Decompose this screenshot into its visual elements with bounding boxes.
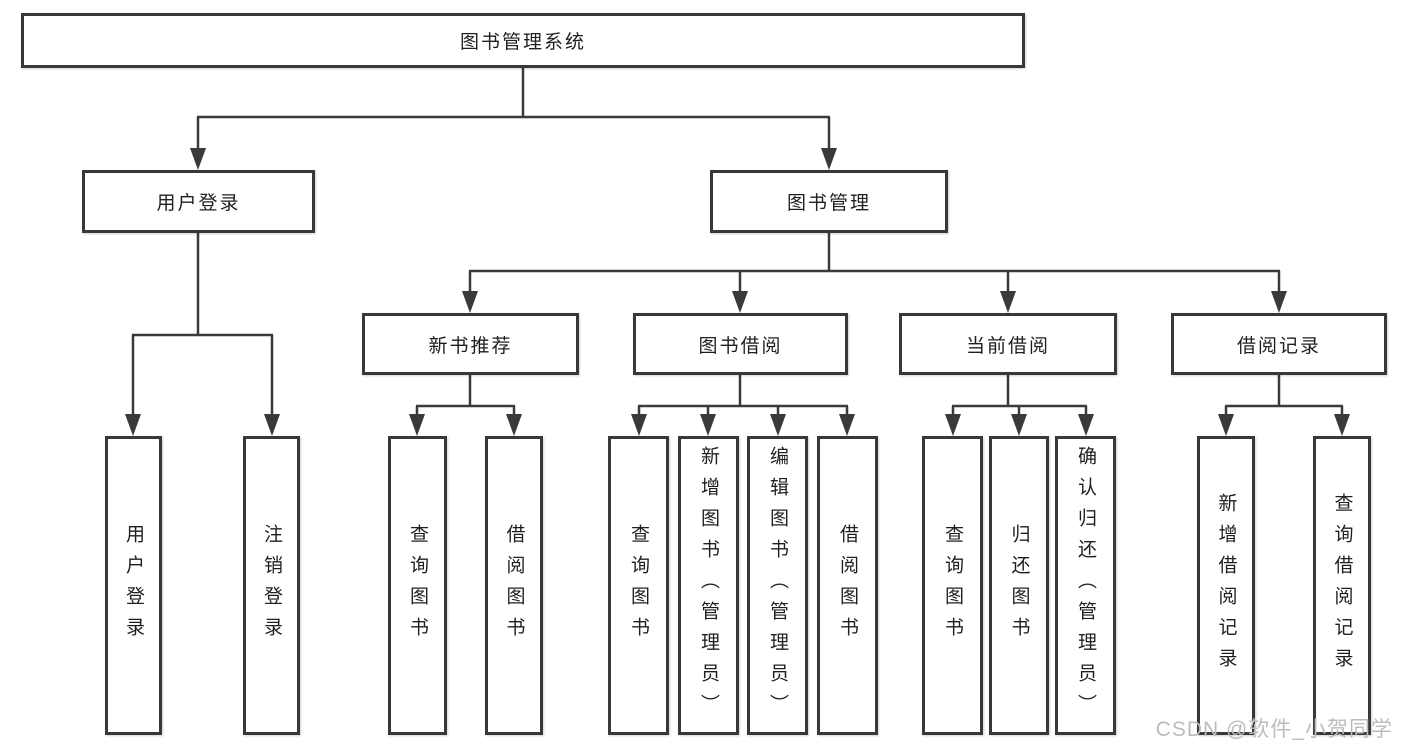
arrow-down-icon — [700, 414, 716, 436]
node-borrow-record-label: 借阅记录 — [1236, 335, 1321, 357]
arrow-down-icon — [945, 414, 961, 436]
connector-user-login — [125, 233, 280, 436]
node-book-borrow-label: 图书借阅 — [698, 335, 783, 357]
leaf-record-query: 查询借阅记录 — [1313, 436, 1371, 735]
arrow-down-icon — [821, 148, 837, 170]
leaf-record-add-label: 新增借阅记录 — [1215, 492, 1237, 679]
arrow-down-icon — [462, 291, 478, 313]
arrow-down-icon — [1218, 414, 1234, 436]
leaf-current-confirm: 确认归还（管理员） — [1055, 436, 1116, 735]
connector-borrow-record — [1218, 375, 1350, 436]
arrow-down-icon — [506, 414, 522, 436]
connector-book-management — [462, 233, 1287, 313]
arrow-down-icon — [190, 148, 206, 170]
leaf-newbook-borrow: 借阅图书 — [485, 436, 543, 735]
leaf-logout: 注销登录 — [243, 436, 300, 735]
node-book-borrow: 图书借阅 — [633, 313, 848, 375]
arrow-down-icon — [839, 414, 855, 436]
node-borrow-record: 借阅记录 — [1171, 313, 1387, 375]
leaf-user-login: 用户登录 — [105, 436, 162, 735]
leaf-borrow-book: 借阅图书 — [817, 436, 878, 735]
leaf-newbook-borrow-label: 借阅图书 — [503, 523, 525, 648]
connector-new-book — [409, 375, 522, 436]
connector-current-borrow — [945, 375, 1094, 436]
leaf-borrow-add: 新增图书（管理员） — [678, 436, 739, 735]
node-book-management-label: 图书管理 — [786, 193, 871, 214]
arrow-down-icon — [631, 414, 647, 436]
leaf-record-add: 新增借阅记录 — [1197, 436, 1255, 735]
leaf-logout-label: 注销登录 — [261, 523, 282, 648]
leaf-borrow-edit: 编辑图书（管理员） — [747, 436, 808, 735]
node-user-login: 用户登录 — [82, 170, 315, 233]
leaf-borrow-add-label: 新增图书（管理员） — [698, 446, 719, 725]
arrow-down-icon — [409, 414, 425, 436]
arrow-down-icon — [770, 414, 786, 436]
arrow-down-icon — [1011, 414, 1027, 436]
leaf-borrow-edit-label: 编辑图书（管理员） — [767, 446, 788, 725]
leaf-current-query: 查询图书 — [922, 436, 983, 735]
node-current-borrow: 当前借阅 — [899, 313, 1117, 375]
leaf-current-return-label: 归还图书 — [1008, 523, 1030, 648]
node-new-book: 新书推荐 — [362, 313, 579, 375]
leaf-newbook-query-label: 查询图书 — [407, 523, 428, 648]
leaf-borrow-query-label: 查询图书 — [628, 523, 649, 648]
node-root: 图书管理系统 — [21, 13, 1025, 68]
leaf-borrow-book-label: 借阅图书 — [837, 523, 858, 648]
arrow-down-icon — [1078, 414, 1094, 436]
leaf-user-login-label: 用户登录 — [123, 523, 144, 648]
leaf-borrow-query: 查询图书 — [608, 436, 669, 735]
leaf-record-query-label: 查询借阅记录 — [1331, 492, 1353, 679]
leaf-current-confirm-label: 确认归还（管理员） — [1075, 446, 1096, 725]
leaf-newbook-query: 查询图书 — [388, 436, 447, 735]
node-root-label: 图书管理系统 — [459, 32, 586, 53]
node-new-book-label: 新书推荐 — [428, 335, 513, 357]
node-current-borrow-label: 当前借阅 — [965, 335, 1050, 357]
connector-root — [190, 68, 837, 170]
arrow-down-icon — [1334, 414, 1350, 436]
arrow-down-icon — [1000, 291, 1016, 313]
leaf-current-return: 归还图书 — [989, 436, 1049, 735]
arrow-down-icon — [1271, 291, 1287, 313]
leaf-current-query-label: 查询图书 — [942, 523, 963, 648]
arrow-down-icon — [264, 414, 280, 436]
node-user-login-label: 用户登录 — [156, 193, 241, 214]
arrow-down-icon — [125, 414, 141, 436]
node-book-management: 图书管理 — [710, 170, 948, 233]
connector-book-borrow — [631, 375, 855, 436]
arrow-down-icon — [732, 291, 748, 313]
